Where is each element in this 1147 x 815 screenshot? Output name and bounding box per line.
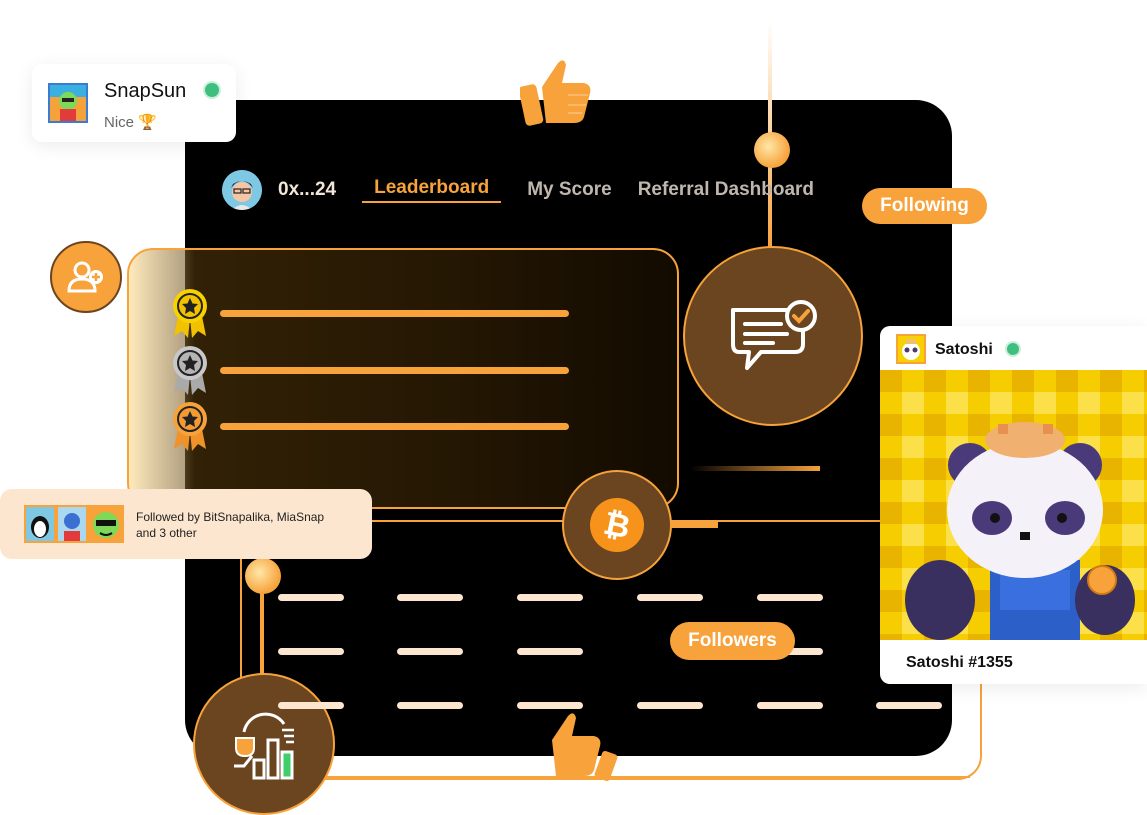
follower-avatars	[24, 505, 124, 543]
connector-dot-top	[754, 132, 790, 168]
bronze-medal-icon	[170, 401, 210, 456]
top-navigation: 0x...24 Leaderboard My Score Referral Da…	[222, 170, 840, 210]
satoshi-avatar	[896, 334, 926, 364]
avatar-3	[88, 505, 124, 543]
snapsun-subtitle: Nice 🏆	[104, 114, 157, 131]
analytics-icon	[234, 712, 294, 780]
following-badge[interactable]: Following	[862, 188, 987, 224]
snapsun-avatar	[48, 83, 88, 123]
followed-by-text-line2: and 3 other	[136, 526, 197, 540]
tab-referral-dashboard[interactable]: Referral Dashboard	[637, 179, 815, 200]
nft-image	[880, 370, 1147, 640]
leaderboard-card	[127, 248, 679, 509]
bitcoin-circle: ₿	[562, 470, 672, 580]
satoshi-owner-name: Satoshi	[935, 341, 993, 358]
verified-icon	[1007, 343, 1019, 355]
nft-card[interactable]: Satoshi	[880, 326, 1147, 684]
message-check-icon	[731, 300, 817, 370]
thumbs-up-icon	[518, 55, 594, 132]
avatar-2	[56, 505, 88, 543]
wallet-address[interactable]: 0x...24	[278, 179, 337, 200]
snapsun-card[interactable]: SnapSun Nice 🏆	[32, 64, 236, 142]
gold-medal-icon	[170, 288, 210, 343]
divider-line	[690, 466, 820, 471]
tab-my-score[interactable]: My Score	[527, 179, 612, 200]
verified-icon	[205, 83, 219, 97]
connector-dot-bottom	[245, 558, 281, 594]
leaderboard-bar-2	[220, 367, 569, 374]
divider-line-2	[670, 522, 718, 528]
thumbs-up-icon-bottom	[548, 712, 618, 787]
analytics-circle	[193, 673, 335, 815]
silver-medal-icon	[170, 345, 210, 400]
message-check-circle	[683, 246, 863, 426]
bitcoin-icon: ₿	[590, 498, 644, 552]
nft-title: Satoshi #1355	[906, 654, 1013, 671]
leaderboard-bar-3	[220, 423, 569, 430]
followed-by-card[interactable]: Followed by BitSnapalika, MiaSnap and 3 …	[0, 489, 372, 559]
avatar-1	[24, 505, 56, 543]
tab-leaderboard[interactable]: Leaderboard	[362, 177, 502, 203]
snapsun-name: SnapSun	[104, 80, 187, 102]
leaderboard-bar-1	[220, 310, 569, 317]
user-avatar[interactable]	[222, 170, 262, 210]
connector-left-vertical	[240, 520, 242, 778]
add-user-button[interactable]	[50, 241, 122, 313]
followed-by-text-line1: Followed by BitSnapalika, MiaSnap	[136, 510, 325, 524]
add-user-icon	[67, 261, 103, 293]
connector-bottom-vertical	[260, 580, 264, 680]
followers-badge[interactable]: Followers	[670, 622, 795, 660]
